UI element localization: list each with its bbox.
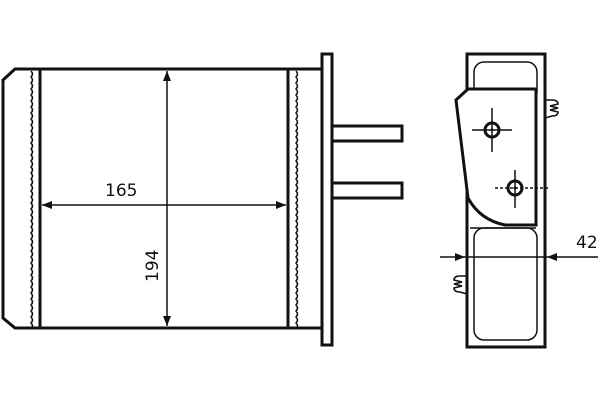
left-tank: [1, 67, 40, 330]
pipe-lower: [330, 181, 404, 200]
depth-label: 42: [576, 233, 598, 253]
bracket: [454, 87, 538, 227]
side-outline: [465, 52, 547, 349]
core-outline: [38, 67, 322, 330]
side-view: 42: [440, 52, 598, 349]
height-label: 194: [143, 250, 163, 282]
left-seam: [29, 70, 34, 330]
width-label: 165: [105, 181, 137, 201]
lower-tank: [473, 227, 538, 341]
mounting-hole-lower: [495, 170, 548, 208]
mounting-hole-upper: [472, 108, 512, 152]
clip-right: [544, 99, 559, 119]
right-seam: [294, 70, 299, 330]
clip-left: [453, 275, 468, 295]
front-view: 165 194: [1, 52, 404, 347]
pipe-upper: [330, 124, 404, 143]
